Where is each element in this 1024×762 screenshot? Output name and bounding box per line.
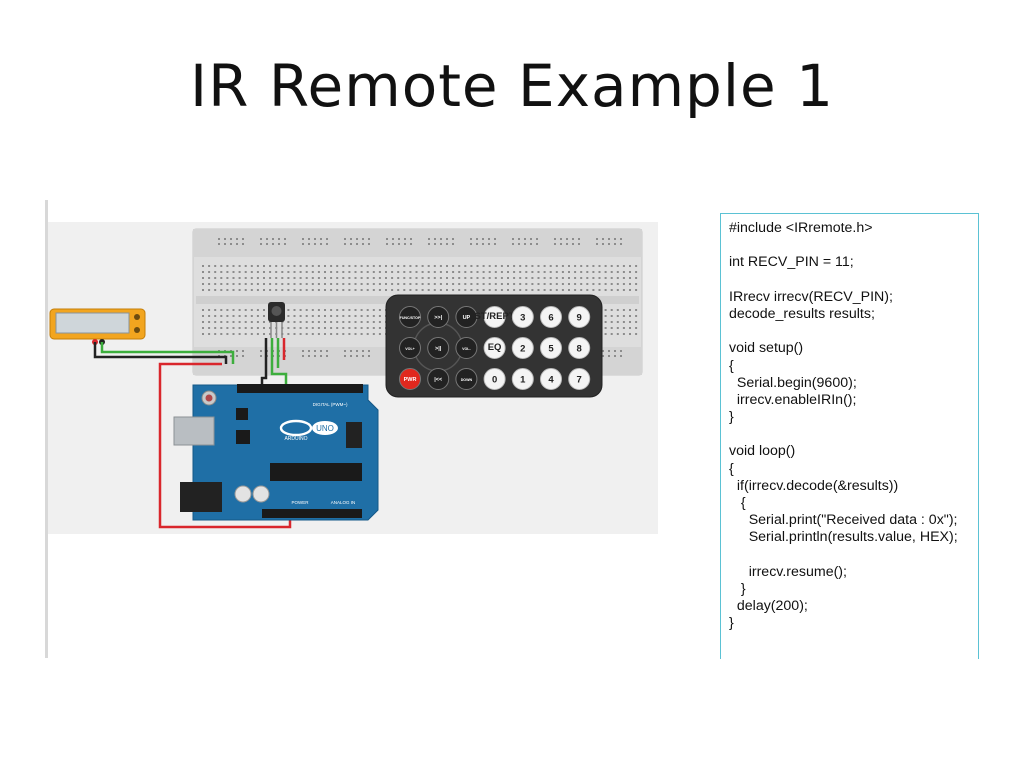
remote-button[interactable]: FUNC/STOP [399,306,421,328]
remote-button[interactable]: VOL- [455,337,478,359]
remote-button[interactable]: |<< [427,368,450,390]
code-line: } [729,409,734,426]
remote-button-label: 8 [577,344,582,355]
analog-label: ANALOG IN [331,500,356,505]
usb-port [173,416,215,446]
code-line: void setup() [729,340,804,357]
code-line [729,426,978,443]
remote-button-label: 3 [520,313,525,324]
power-label: POWER [291,500,309,505]
ir-remote[interactable]: PWR VOL+ FUNC/STOP |<< >|| >>| DOWN VOL- UP 0 EQ ST… [385,294,603,398]
code-line: Serial.print("Received data : 0x"); [729,512,958,529]
remote-button[interactable]: PWR [399,368,421,390]
code-line: Serial.println(results.value, HEX); [729,529,958,546]
code-line: { [729,357,734,374]
remote-button-label: UP [463,315,471,321]
slide-title: IR Remote Example 1 [189,52,835,120]
code-line: { [729,460,734,477]
remote-button-label: PWR [404,377,417,383]
remote-button-label: 1 [520,375,526,386]
remote-button-label: 9 [577,313,582,324]
remote-button[interactable]: 5 [540,337,562,359]
remote-button[interactable]: 9 [568,306,591,328]
code-line: decode_results results; [729,305,875,322]
code-line [729,272,978,289]
remote-button[interactable]: 3 [511,306,534,328]
code-line [729,237,978,254]
code-line: if(irrecv.decode(&results)) [729,477,899,494]
remote-button[interactable]: >>| [427,306,450,328]
multimeter[interactable] [49,308,146,345]
remote-button[interactable]: 4 [540,368,562,390]
remote-button-label: VOL+ [405,347,415,351]
code-line [729,547,978,564]
code-line: irrecv.enableIRIn(); [729,391,857,408]
microcontroller-chip [270,463,362,481]
code-line: } [729,615,734,632]
remote-button-label: 0 [492,375,497,386]
remote-button[interactable]: 8 [568,337,591,359]
code-line: IRrecv irrecv(RECV_PIN); [729,288,893,305]
remote-button[interactable]: VOL+ [399,337,421,359]
code-line [729,323,978,340]
remote-button-label: EQ [488,342,502,353]
arduino-uno-board[interactable]: ARDUINO UNO DIGITAL (PWM~) POWER ANALOG … [173,384,379,521]
remote-button[interactable]: UP [455,306,478,328]
remote-button[interactable]: ST/REPT [475,306,515,328]
remote-button-label: 4 [548,375,554,386]
remote-button-label: 2 [520,344,525,355]
power-jack [180,482,222,512]
remote-button[interactable]: 0 [483,368,506,390]
remote-button[interactable]: >|| [427,337,450,359]
remote-button-label: 7 [577,375,582,386]
code-line: } [729,580,746,597]
remote-button[interactable]: DOWN [455,368,478,390]
code-line: int RECV_PIN = 11; [729,254,854,271]
code-line: Serial.begin(9600); [729,374,857,391]
digital-label: DIGITAL (PWM~) [313,402,348,407]
remote-button-label: >>| [434,315,442,321]
remote-button[interactable]: 7 [568,368,591,390]
remote-button[interactable]: 2 [511,337,534,359]
remote-button-label: ST/REPT [475,311,515,322]
code-line: delay(200); [729,598,808,615]
remote-button-label: DOWN [461,378,473,382]
breadboard-holes [202,238,638,357]
remote-button[interactable]: EQ [483,337,506,359]
remote-button-label: |<< [434,377,442,383]
ir-receiver-sensor[interactable] [268,302,285,338]
remote-button-label: >|| [435,346,442,352]
uno-label: UNO [316,424,334,433]
remote-button-grid[interactable]: PWR VOL+ FUNC/STOP |<< >|| >>| DOWN VOL- UP 0 EQ ST… [399,306,591,390]
remote-button[interactable]: 6 [540,306,562,328]
remote-button-label: 6 [548,313,553,324]
remote-button-label: VOL- [462,347,471,351]
arduino-logo-text: ARDUINO [284,436,307,442]
remote-button-label: FUNC/STOP [400,316,421,320]
code-line: irrecv.resume(); [729,563,847,580]
remote-button[interactable]: 1 [511,368,534,390]
code-line: { [729,495,746,511]
code-line: void loop() [729,443,796,460]
remote-button-label: 5 [548,344,554,355]
code-line: #include <IRremote.h> [729,220,873,236]
digital-header [237,384,363,393]
code-listing: #include <IRremote.h> int RECV_PIN = 11;… [721,214,978,633]
code-panel: #include <IRremote.h> int RECV_PIN = 11;… [720,213,979,659]
canvas-left-border [45,200,48,658]
power-analog-header [262,509,362,518]
